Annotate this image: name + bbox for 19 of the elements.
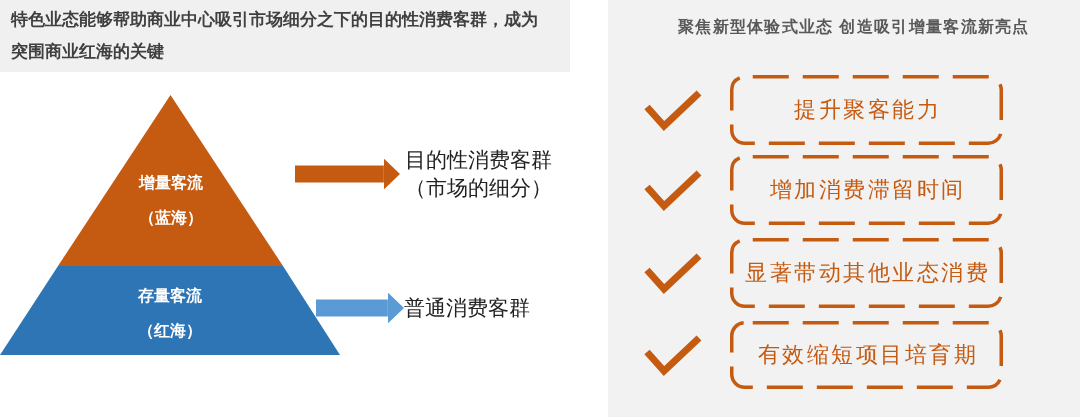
dashed-box xyxy=(730,75,1003,145)
panel-heading: 聚焦新型体验式业态 创造吸引增量客流新亮点 xyxy=(678,17,1030,37)
pyramid-tier xyxy=(58,95,283,266)
arrow xyxy=(316,292,404,324)
box-label: 增加消费滞留时间 xyxy=(769,176,966,204)
group-label: 目的性消费客群（市场的细分） xyxy=(400,146,556,202)
tier-label: 增量客流（蓝海） xyxy=(137,173,204,228)
side-panel xyxy=(608,0,1080,417)
box-label: 有效缩短项目培育期 xyxy=(757,341,978,369)
tier-label: 存量客流（红海） xyxy=(137,286,203,341)
dashed-box xyxy=(730,321,1003,389)
box-label: 提升聚客能力 xyxy=(794,96,942,124)
box-label: 显著带动其他业态消费 xyxy=(745,259,991,287)
dashed-box xyxy=(730,155,1003,225)
group-label: 普通消费客群 xyxy=(404,294,532,322)
arrow xyxy=(295,158,400,190)
dashed-box xyxy=(730,238,1003,308)
pyramid-tier xyxy=(0,266,340,355)
header-text: 特色业态能够帮助商业中心吸引市场细分之下的目的性消费客群，成为突围商业红海的关键 xyxy=(11,9,539,63)
